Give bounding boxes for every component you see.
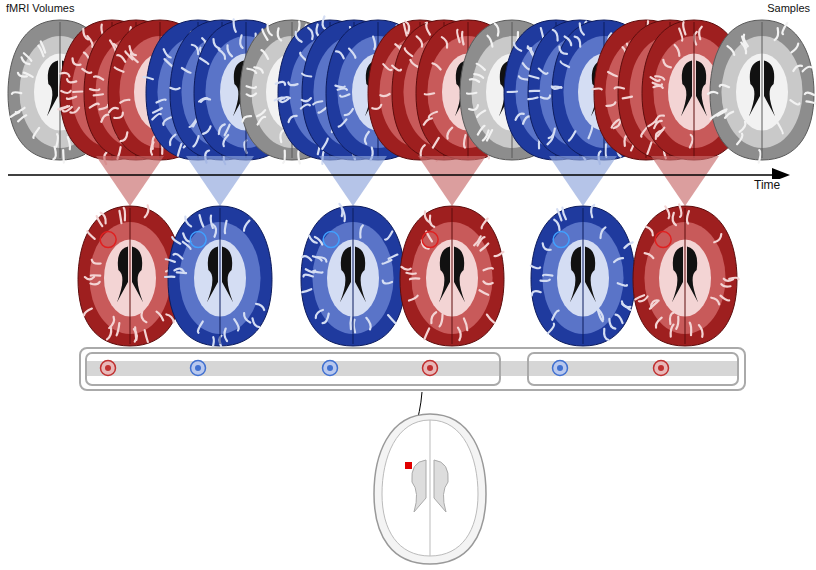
roi-circle — [100, 232, 116, 248]
sample-row — [78, 204, 739, 350]
red-brain-slice — [400, 206, 504, 346]
volume-series — [8, 16, 816, 164]
sample-wedge — [96, 156, 164, 206]
grey-brain-slice — [708, 20, 816, 163]
blue-brain-slice — [301, 204, 405, 346]
voxel-marker — [405, 462, 412, 469]
sample-wedge — [186, 156, 254, 206]
roi-circle — [553, 232, 569, 248]
sample-wedge — [319, 156, 387, 206]
roi-circle — [190, 232, 206, 248]
sample-wedge — [549, 156, 617, 206]
roi-circle — [323, 232, 339, 248]
blue-brain-slice — [165, 206, 272, 350]
red-brain-slice — [633, 204, 739, 346]
voxel-brain-outline — [374, 414, 486, 564]
axis-label: Time — [752, 179, 782, 192]
corner-label: Samples — [765, 2, 812, 15]
time-axis — [8, 174, 782, 176]
roi-circle — [655, 232, 671, 248]
corner-label: fMRI Volumes — [4, 2, 76, 15]
blue-brain-slice — [531, 205, 635, 346]
sample-bar — [80, 348, 745, 390]
sample-wedge — [651, 156, 719, 206]
roi-circle — [422, 232, 438, 248]
sample-wedge — [418, 156, 486, 206]
